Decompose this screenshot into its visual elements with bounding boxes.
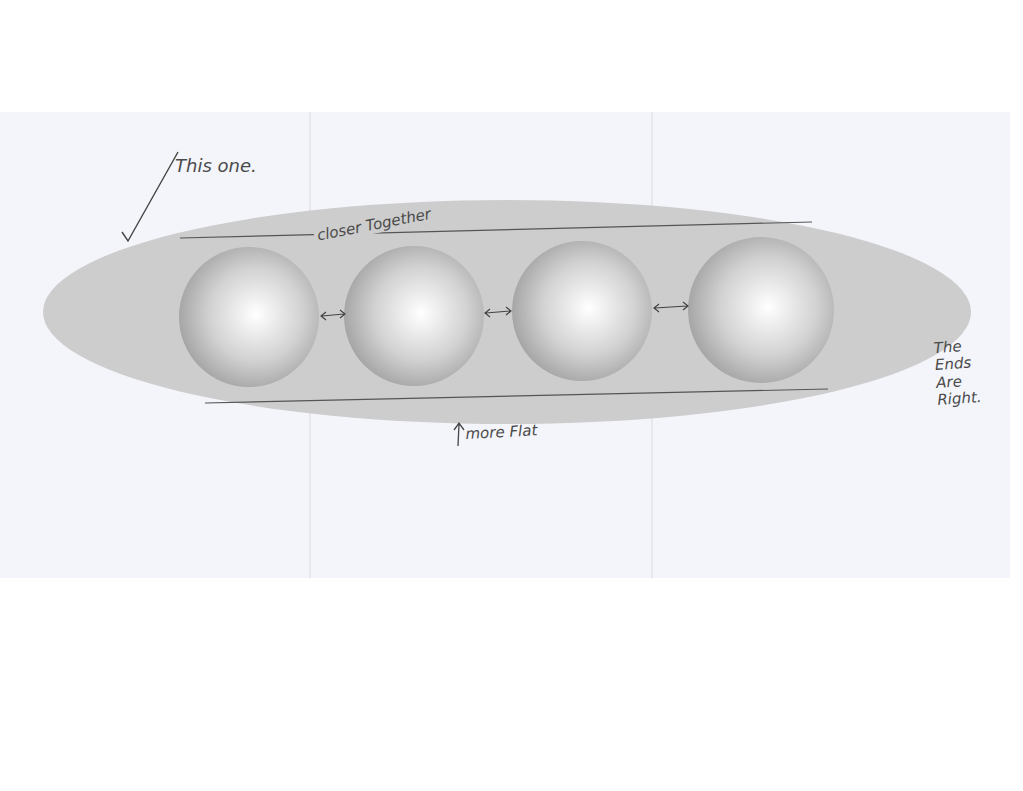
sphere <box>344 246 484 386</box>
sphere <box>179 247 319 387</box>
double-arrow <box>321 302 688 320</box>
ellipse-body <box>43 200 971 424</box>
sphere <box>688 237 834 383</box>
handwritten-note: This one. <box>175 156 257 177</box>
guide-line <box>205 389 828 403</box>
check-mark <box>122 152 178 241</box>
pointer-arrow <box>454 423 464 446</box>
handwritten-note: The Ends Are Right. <box>933 337 982 409</box>
paper-sheet <box>0 112 1010 578</box>
sphere <box>512 241 652 381</box>
guide-line <box>180 222 812 238</box>
